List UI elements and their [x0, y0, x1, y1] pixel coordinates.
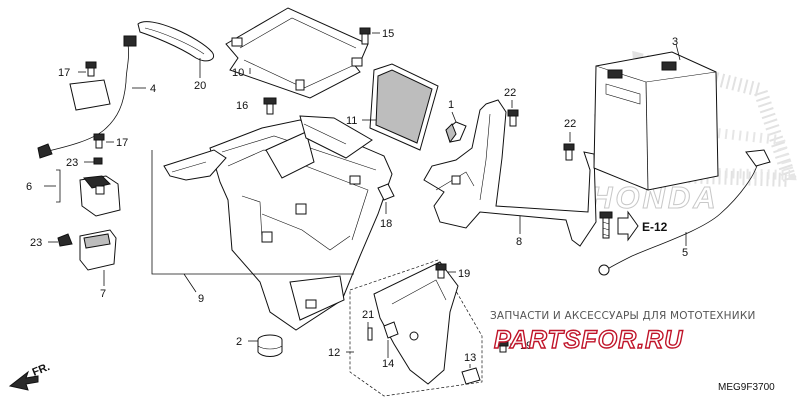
part-16-bolt: [263, 97, 277, 115]
callout-23-upper: 23: [66, 157, 78, 169]
watermark-caption: ЗАПЧАСТИ И АКСЕССУАРЫ ДЛЯ МОТОТЕХНИКИ: [490, 310, 756, 322]
part-10-battery-cover: [225, 7, 369, 99]
callout-7: 7: [100, 288, 106, 300]
callout-19-upper: 19: [458, 268, 470, 280]
part-8-battery-bracket: [423, 99, 597, 247]
part-19-bolt-lower: [497, 339, 518, 353]
part-22-bolt-lower: [563, 132, 575, 161]
diagram-code: MEG9F3700: [718, 382, 775, 393]
part-12-side-cover-group: [346, 259, 483, 397]
callout-11: 11: [346, 115, 357, 127]
callout-3: 3: [672, 36, 678, 48]
part-17-bolt-upper: [78, 61, 97, 77]
part-23-clip-upper: [84, 157, 103, 165]
front-label: FR.: [31, 361, 52, 379]
part-13-grommet: [461, 364, 481, 385]
callout-22-upper: 22: [504, 87, 516, 99]
callout-labels: 1 2 3 4 5 6 7 8 9 10 11 12 13 14 15 16 1…: [26, 28, 688, 370]
reference-label: E-12: [642, 220, 668, 234]
part-15-bolt: [359, 27, 380, 45]
part-14-grommet: [383, 321, 399, 358]
callout-22-lower: 22: [564, 118, 576, 130]
callout-19-lower: 19: [520, 340, 532, 352]
callout-1: 1: [448, 99, 454, 111]
part-3-battery: [593, 43, 719, 191]
part-2-cushion: [248, 334, 283, 357]
callout-21: 21: [362, 309, 374, 321]
callout-4: 4: [150, 83, 156, 95]
callout-6: 6: [26, 181, 32, 193]
part-9-battery-box: [163, 115, 393, 331]
callout-17-lower: 17: [116, 137, 128, 149]
part-11-foam-pad: [362, 63, 439, 151]
part-20-strap: [137, 21, 214, 78]
callout-9: 9: [198, 293, 204, 305]
callout-5: 5: [682, 247, 688, 259]
part-5-cable: [598, 149, 771, 276]
callout-14: 14: [382, 358, 394, 370]
callout-10: 10: [232, 67, 244, 79]
callout-8: 8: [516, 236, 522, 248]
callout-15: 15: [382, 28, 394, 40]
callout-2: 2: [236, 336, 242, 348]
callout-17-upper: 17: [58, 67, 70, 79]
part-4-harness: [37, 35, 146, 159]
part-22-bolt-upper: [507, 100, 519, 127]
part-23-clip-lower: [48, 233, 73, 247]
front-arrow: FR.: [8, 361, 52, 391]
bracket-9: [151, 150, 354, 275]
part-6-relay: [44, 169, 121, 217]
reference-e12: E-12: [599, 210, 668, 242]
callout-23-lower: 23: [30, 237, 42, 249]
part-19-bolt-upper: [435, 263, 456, 279]
part-18-clip: [377, 183, 395, 214]
part-17-bolt-lower: [93, 133, 114, 149]
part-7-rubber-boot: [79, 229, 117, 286]
callout-16: 16: [236, 100, 248, 112]
callout-18: 18: [380, 218, 392, 230]
seller-watermark: ЗАПЧАСТИ И АКСЕССУАРЫ ДЛЯ МОТОТЕХНИКИ PA…: [490, 310, 756, 355]
part-1-fuse-holder: [445, 111, 467, 144]
watermark-logo: PARTSFOR.RU: [494, 326, 683, 354]
callout-20: 20: [194, 80, 206, 92]
callout-13: 13: [464, 352, 476, 364]
callout-12: 12: [328, 347, 340, 359]
part-21-pin: [367, 322, 373, 341]
